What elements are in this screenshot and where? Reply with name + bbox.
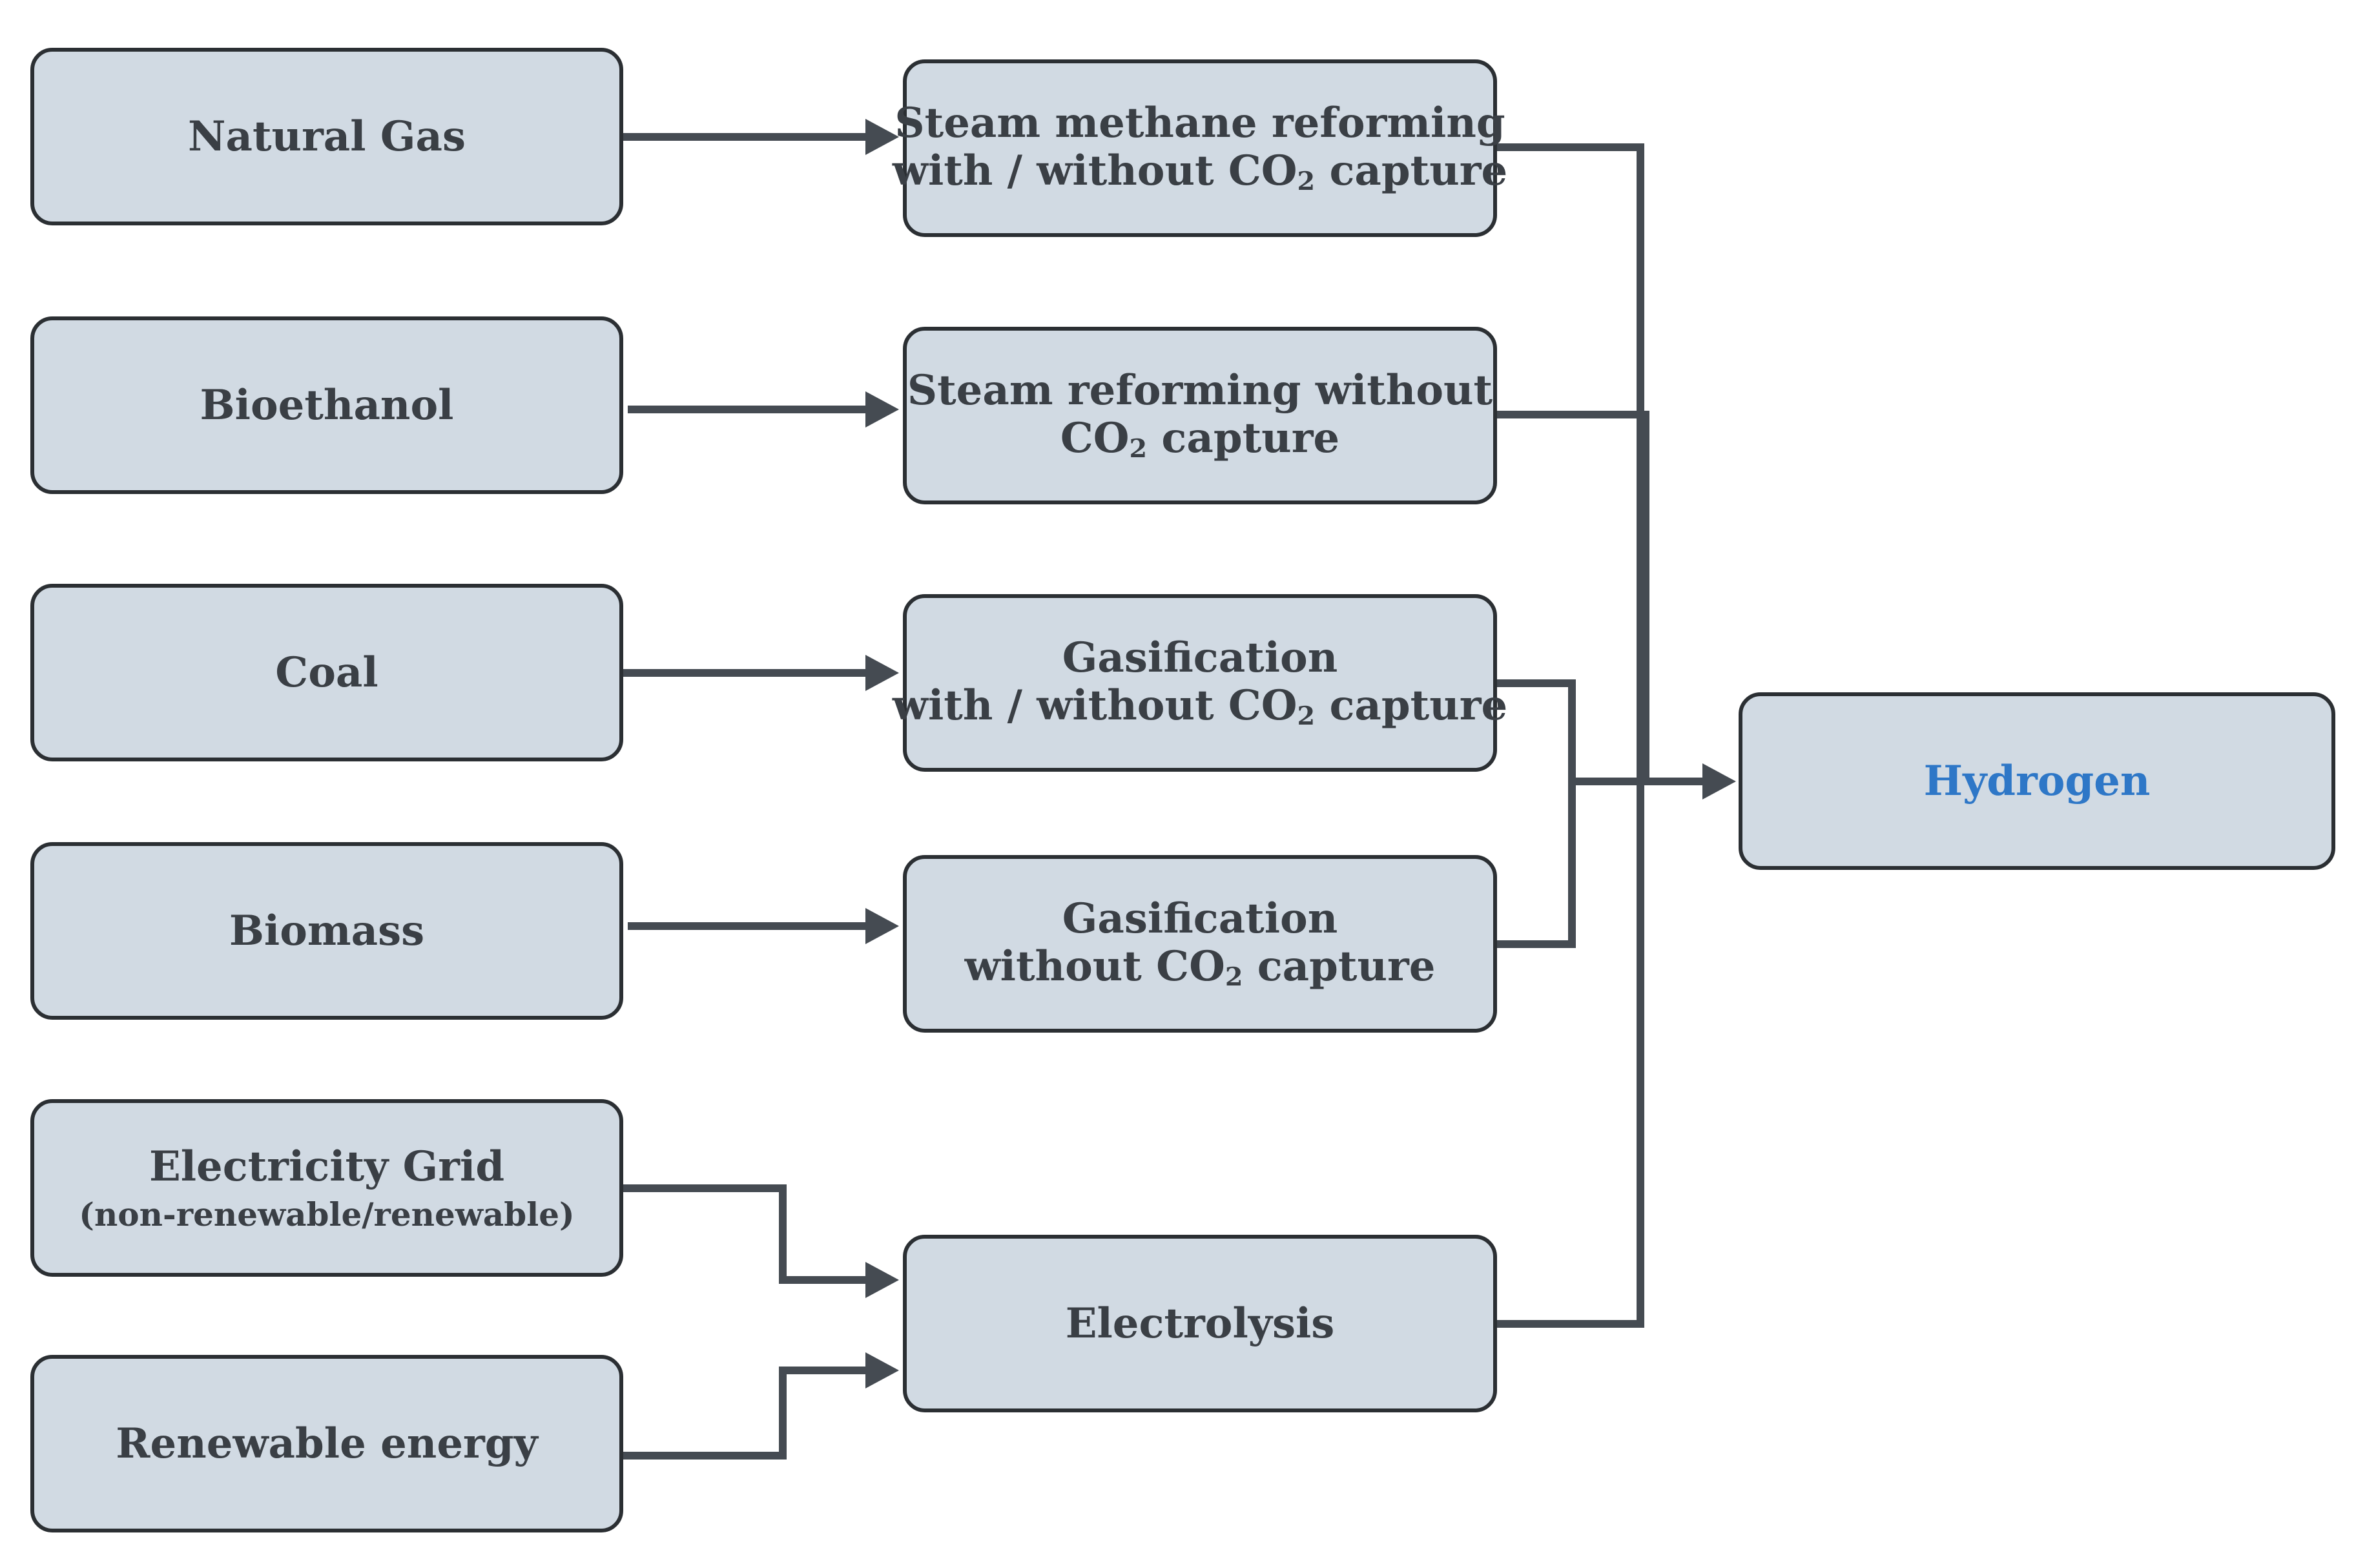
connector-gasification-to-bus <box>1497 679 1576 948</box>
connector-smr-to-bus <box>1497 143 1644 1328</box>
source-coal: Coal <box>30 584 623 761</box>
source-biomass: Biomass <box>30 842 623 1020</box>
source-biomass-label: Biomass <box>229 906 425 955</box>
arrow-grid-to-electrolysis <box>623 1184 869 1284</box>
process-coal-gasification-line2: with / without CO2 capture <box>892 681 1508 731</box>
arrowhead-coal <box>865 655 899 691</box>
source-natural-gas: Natural Gas <box>30 48 623 225</box>
connector-steam-reforming-to-bus <box>1497 411 1649 781</box>
process-coal-gasification: Gasification with / without CO2 capture <box>893 594 1507 772</box>
arrowhead-grid <box>865 1262 899 1298</box>
process-steam-methane-reforming: Steam methane reforming with / without C… <box>893 59 1507 237</box>
arrowhead-bioethanol <box>865 391 899 428</box>
source-electricity-grid: Electricity Grid (non-renewable/renewabl… <box>30 1099 623 1277</box>
process-electrolysis-label: Electrolysis <box>1065 1299 1335 1348</box>
arrowhead-renewable <box>865 1352 899 1388</box>
process-smr-line1: Steam methane reforming <box>894 99 1505 148</box>
process-biomass-gasification-line1: Gasification <box>1062 894 1338 944</box>
source-bioethanol: Bioethanol <box>30 316 623 494</box>
process-biomass-gasification-line2: without CO2 capture <box>964 942 1436 992</box>
process-smr-line2: with / without CO2 capture <box>892 147 1508 196</box>
arrowhead-hydrogen <box>1702 763 1736 799</box>
process-steam-reforming-line2: CO2 capture <box>1060 414 1340 464</box>
source-coal-label: Coal <box>275 648 378 697</box>
process-steam-reforming-line1: Steam reforming without <box>907 366 1493 415</box>
process-steam-reforming: Steam reforming without CO2 capture <box>903 327 1497 504</box>
source-renewable-energy-label: Renewable energy <box>116 1419 538 1468</box>
source-natural-gas-label: Natural Gas <box>188 112 466 161</box>
arrowhead-biomass <box>865 908 899 944</box>
arrow-renewable-to-electrolysis <box>623 1367 869 1460</box>
source-electricity-grid-note: (non-renewable/renewable) <box>79 1195 575 1233</box>
arrowhead-natural-gas <box>865 119 899 155</box>
process-coal-gasification-line1: Gasification <box>1062 634 1338 683</box>
source-renewable-energy: Renewable energy <box>30 1355 623 1532</box>
source-electricity-grid-label: Electricity Grid <box>149 1142 505 1191</box>
process-biomass-gasification: Gasification without CO2 capture <box>903 855 1497 1033</box>
output-hydrogen-label: Hydrogen <box>1923 756 2151 805</box>
process-electrolysis: Electrolysis <box>903 1235 1497 1412</box>
source-bioethanol-label: Bioethanol <box>200 380 454 429</box>
output-hydrogen: Hydrogen <box>1739 692 2335 870</box>
